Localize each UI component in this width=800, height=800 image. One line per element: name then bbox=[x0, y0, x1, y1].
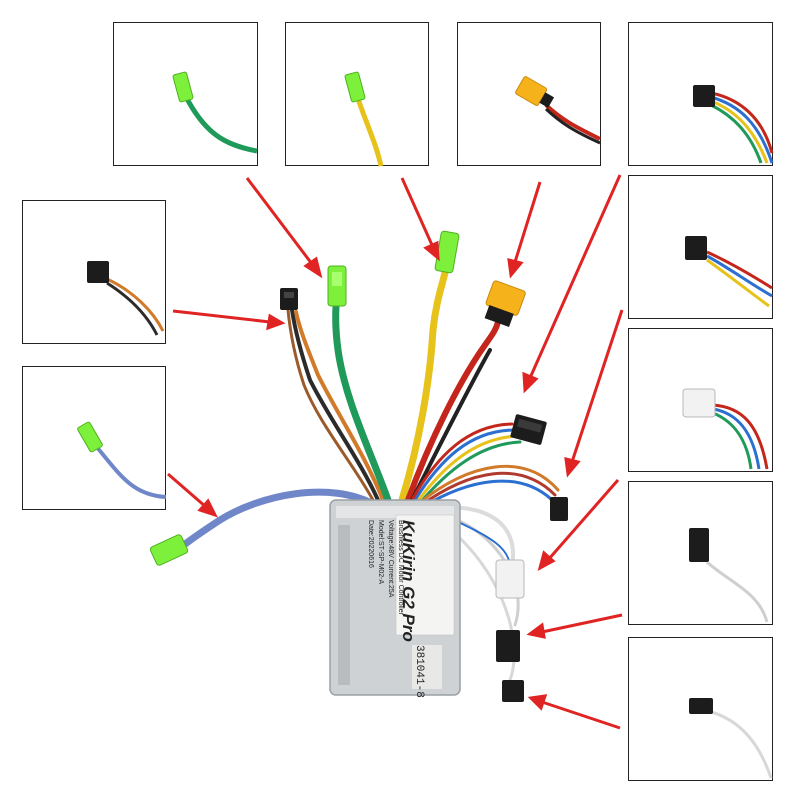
arrow-black-right bbox=[522, 174, 622, 394]
main-connectors bbox=[149, 230, 568, 702]
inset-white-connector bbox=[628, 328, 773, 472]
arrow-xt30 bbox=[507, 181, 542, 279]
connector-black-right bbox=[510, 414, 547, 445]
controller-spec-ratings: Voltage:48V Current:25A bbox=[387, 520, 394, 598]
inset-black-2pin-white-wire bbox=[628, 481, 773, 625]
arrow-black-left bbox=[172, 309, 286, 331]
inset-green-connector bbox=[113, 22, 258, 166]
connector-xt30 bbox=[484, 280, 526, 327]
inset-blue-wire-connector bbox=[22, 366, 167, 510]
arrow-blue-connector bbox=[167, 472, 218, 518]
wire-bundle bbox=[176, 264, 560, 682]
connector-black-lower bbox=[496, 630, 520, 662]
connector-black-small bbox=[550, 497, 568, 521]
controller-spec-model: Model:ST-SP-M02-A bbox=[377, 520, 384, 585]
inset-black-2pin-bottom bbox=[628, 637, 773, 781]
controller-spec-date: Date:20220616 bbox=[367, 520, 374, 568]
arrow-yellow-connector bbox=[400, 177, 440, 262]
inset-xt30-connector bbox=[457, 22, 601, 166]
inset-yellow-connector bbox=[285, 22, 429, 167]
arrow-black-bottom bbox=[527, 694, 621, 730]
arrow-black-small bbox=[564, 309, 624, 478]
controller-spec-type: Brushless DC Motor Controller bbox=[397, 520, 404, 615]
connector-black-left bbox=[280, 288, 298, 310]
arrow-white-connector bbox=[537, 479, 620, 571]
arrow-black-lower bbox=[526, 613, 623, 639]
inset-black-small-connector bbox=[628, 175, 773, 319]
connector-white bbox=[495, 559, 525, 599]
inset-black-connector-left bbox=[22, 200, 166, 344]
arrow-green-connector bbox=[245, 177, 323, 279]
inset-black-multipin-connector bbox=[628, 22, 774, 166]
pointer-arrows bbox=[167, 174, 624, 730]
controller-housing bbox=[329, 499, 461, 696]
connector-black-bottom bbox=[502, 680, 524, 702]
controller-model-code: 381041-8 bbox=[413, 645, 425, 698]
connector-green-blue-wire bbox=[149, 534, 189, 566]
